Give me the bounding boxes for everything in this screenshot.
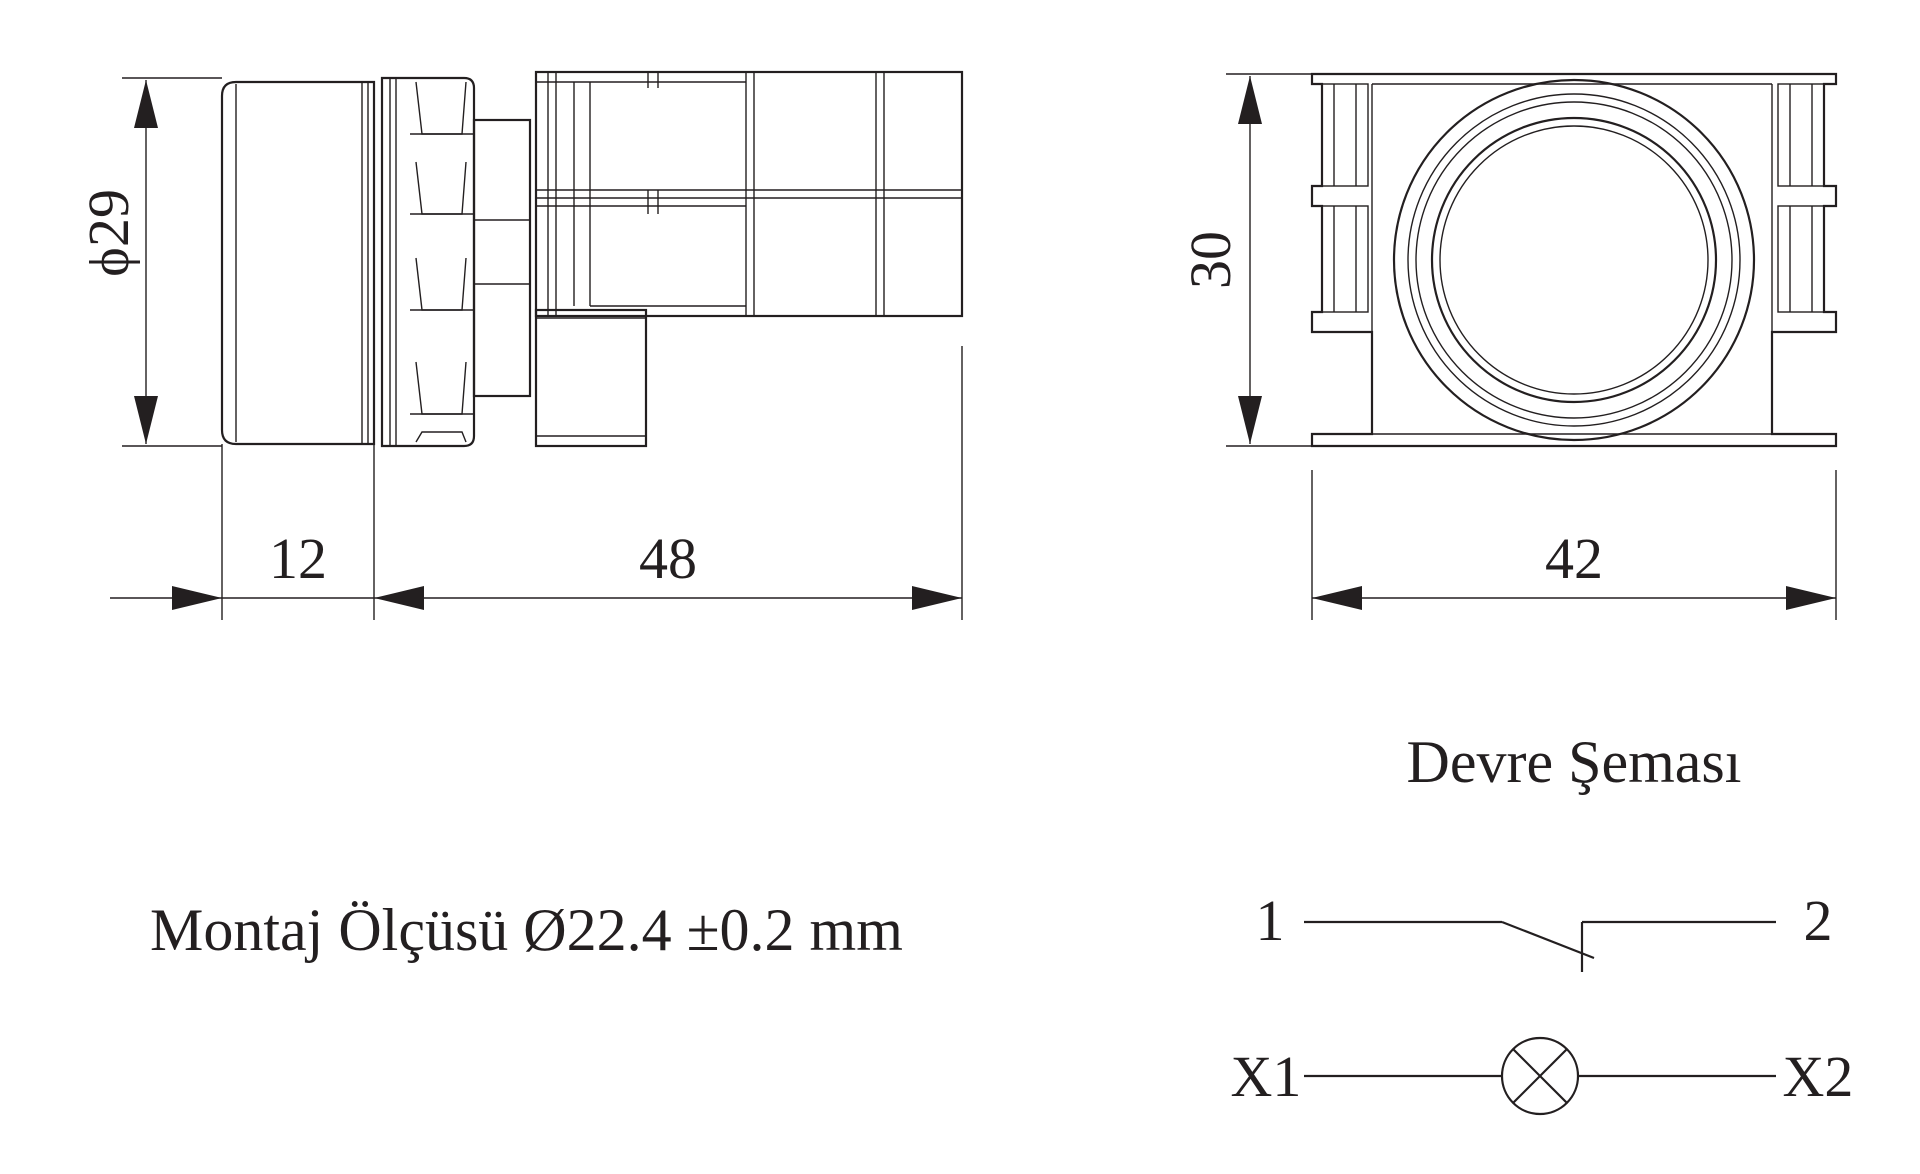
switch-terminal-1: 1 (1256, 888, 1285, 953)
circuit-title: Devre Şeması (1407, 729, 1742, 795)
switch-symbol: 1 2 (1256, 888, 1833, 972)
width-label: 42 (1545, 526, 1603, 591)
button-face (1392, 78, 1756, 442)
front-body-outline (1310, 72, 1838, 448)
circuit-diagram: Devre Şeması 1 2 X1 X2 (1231, 729, 1854, 1116)
lamp-terminal-x2: X2 (1783, 1044, 1854, 1109)
width-dimension: 42 (1312, 526, 1836, 610)
height-dimension: 30 (1178, 76, 1262, 444)
contact-block (534, 70, 964, 448)
diameter-dimension: ϕ 29 (76, 80, 158, 444)
neck (472, 118, 532, 398)
button-cap (220, 80, 376, 446)
diameter-label: 29 (76, 189, 141, 247)
lamp-symbol: X1 X2 (1231, 1036, 1854, 1116)
front-view: 30 42 (1178, 72, 1838, 620)
mounting-collar (380, 76, 476, 448)
mounting-dimension-label: Montaj Ölçüsü Ø22.4 ±0.2 mm (150, 897, 903, 963)
front-depth-label: 12 (269, 526, 327, 591)
lamp-terminal-x1: X1 (1231, 1044, 1302, 1109)
body-length-label: 48 (639, 526, 697, 591)
side-view: ϕ 29 12 48 (76, 70, 964, 620)
height-label: 30 (1178, 231, 1243, 289)
depth-dimensions: 12 48 (110, 526, 962, 610)
diameter-symbol: ϕ (79, 247, 141, 276)
switch-terminal-2: 2 (1804, 888, 1833, 953)
